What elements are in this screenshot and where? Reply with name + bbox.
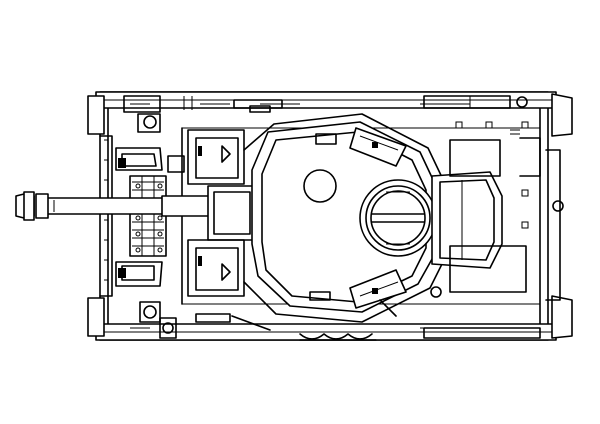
commander-cupola — [359, 179, 437, 257]
rear-exhaust — [423, 95, 541, 339]
engine-deck — [430, 96, 564, 301]
front-plate — [99, 135, 113, 297]
radio-visor — [115, 261, 163, 287]
road-wheel-hints — [299, 333, 377, 341]
radio-operator-hatch — [187, 239, 245, 297]
spare-track-links — [129, 175, 167, 257]
front-fittings — [123, 95, 193, 339]
driver-hatch — [187, 129, 245, 185]
turret-hatch-left — [349, 127, 407, 167]
turret-skirts — [243, 113, 449, 323]
main-gun — [15, 191, 217, 221]
gun-mantlet — [207, 185, 257, 241]
driver-visor — [115, 147, 163, 171]
deck-fittings — [167, 99, 397, 331]
turret-stowage-bin — [431, 171, 503, 269]
turret-hatch-right — [349, 269, 407, 309]
turret — [251, 121, 437, 313]
